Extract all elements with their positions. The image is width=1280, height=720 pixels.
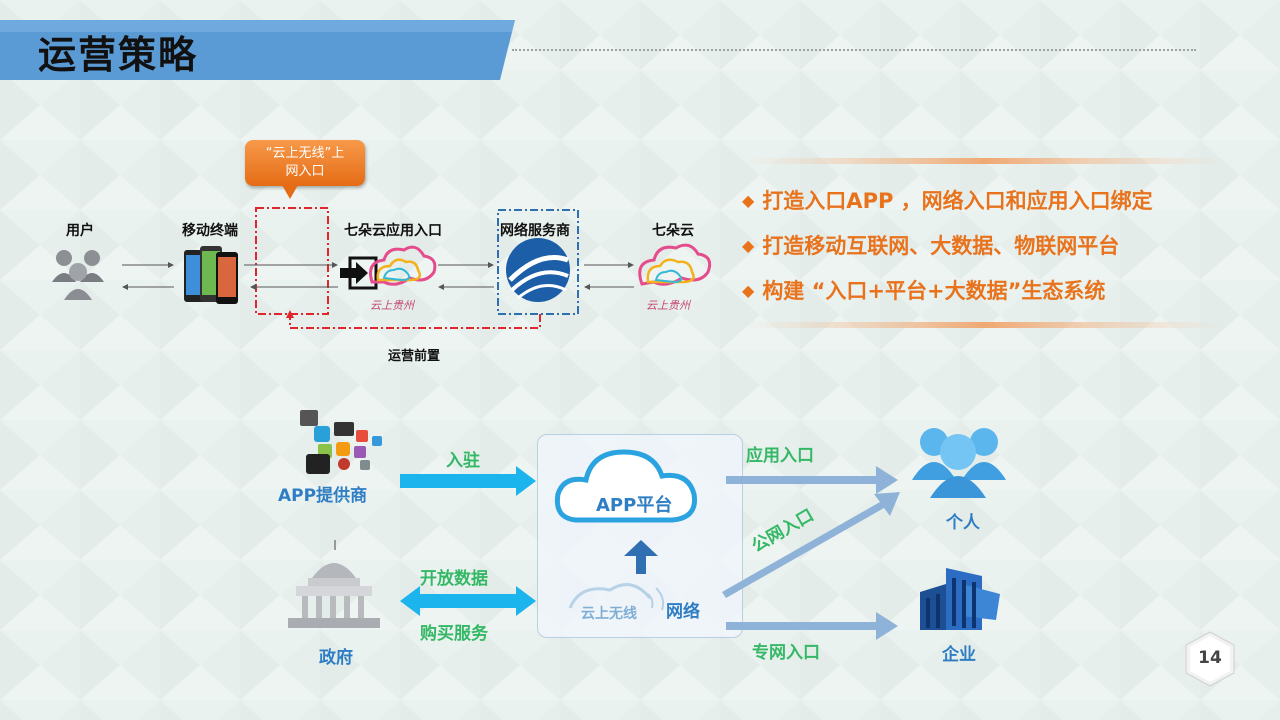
qiduoyun-cloud-logo-left	[369, 245, 437, 286]
individual-people-icon	[912, 428, 1006, 498]
panel-bottom-line	[742, 322, 1228, 328]
app-entry-channel-label: 应用入口	[746, 446, 814, 466]
bullet-3-text: 构建 “入口+平台+大数据”生态系统	[762, 279, 1106, 303]
callout-line-2: 网入口	[285, 164, 325, 179]
open-data-label: 开放数据	[420, 569, 488, 589]
ecosystem-diagram	[288, 410, 1006, 640]
brand-text-left: 云上贵州	[370, 299, 414, 312]
page-number-badge	[1185, 631, 1235, 687]
enterprise-label: 企业	[942, 645, 976, 665]
bullet-2: ◆ 打造移动互联网、大数据、物联网平台	[742, 230, 1119, 260]
network-label: 网络	[666, 602, 700, 622]
page-number: 14	[1198, 648, 1222, 668]
app-provider-label: APP提供商	[278, 486, 368, 506]
app-platform-label: APP平台	[596, 495, 673, 516]
app-entry-label: 七朵云应用入口	[344, 223, 442, 239]
callout-line-1: “云上无线”上	[265, 146, 345, 161]
enterprise-building-icon	[920, 568, 1000, 630]
diamond-icon: ◆	[742, 236, 755, 255]
top-flow-diagram	[52, 207, 712, 329]
wireless-logo-icon	[568, 583, 665, 611]
terminal-label: 移动终端	[182, 223, 238, 239]
private-entry-label: 专网入口	[752, 643, 820, 663]
diamond-icon: ◆	[742, 191, 755, 210]
users-icon	[52, 250, 104, 300]
isp-label: 网络服务商	[500, 223, 570, 239]
isp-logo-icon	[506, 238, 570, 302]
settle-in-label: 入驻	[446, 451, 480, 471]
panel-top-line	[742, 158, 1228, 164]
bullet-3: ◆ 构建 “入口+平台+大数据”生态系统	[742, 275, 1105, 305]
mobile-terminal-icon	[184, 246, 238, 304]
wireless-entry-callout: “云上无线”上 网入口	[245, 140, 365, 186]
wireless-label: 云上无线	[581, 606, 637, 622]
bullet-1: ◆ 打造入口APP ，网络入口和应用入口绑定	[742, 185, 1153, 215]
individual-label: 个人	[946, 513, 980, 533]
government-building-icon	[288, 540, 380, 628]
title-bar	[0, 20, 515, 80]
brand-text-right: 云上贵州	[646, 299, 690, 312]
user-label: 用户	[66, 223, 94, 239]
page-title: 运营策略	[38, 33, 199, 77]
qiduoyun-label: 七朵云	[652, 223, 694, 239]
bullet-1-text: 打造入口APP ，网络入口和应用入口绑定	[762, 189, 1153, 213]
buy-service-label: 购买服务	[420, 624, 488, 644]
app-platform-cloud-icon	[554, 449, 698, 523]
app-icons-collage	[300, 410, 382, 474]
callout-tail	[282, 185, 298, 199]
ops-front-label: 运营前置	[388, 349, 441, 364]
title-divider	[512, 49, 1196, 51]
government-label: 政府	[319, 648, 353, 668]
qiduoyun-cloud-logo-right	[638, 243, 712, 286]
strategy-panel	[742, 158, 1228, 328]
diamond-icon: ◆	[742, 281, 755, 300]
bullet-2-text: 打造移动互联网、大数据、物联网平台	[762, 234, 1120, 258]
login-entry-icon	[340, 256, 378, 290]
